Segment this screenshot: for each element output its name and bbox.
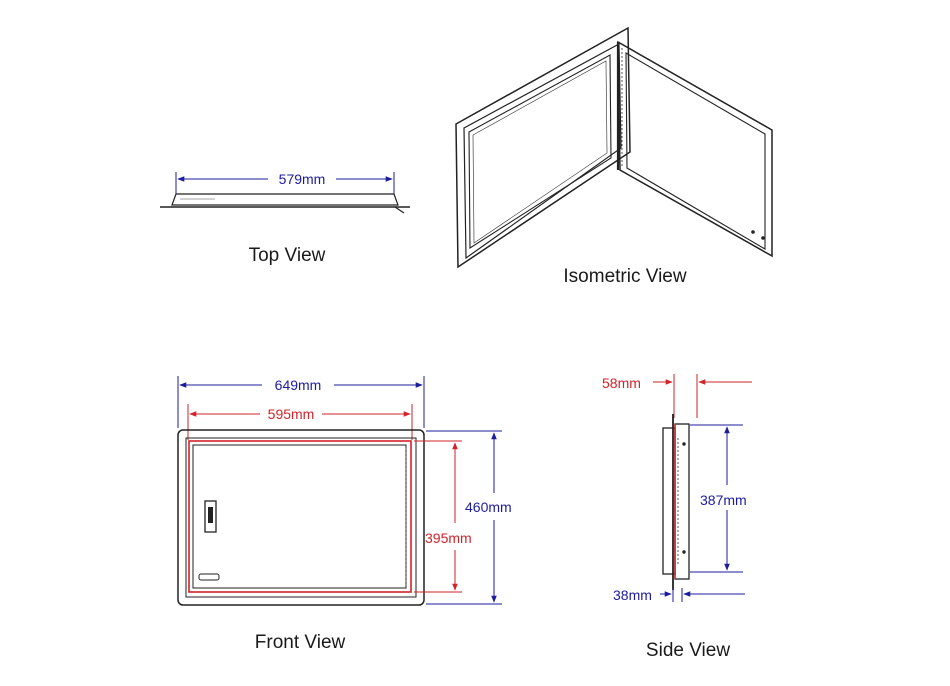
side-door xyxy=(674,423,690,580)
top-view-profile xyxy=(171,193,399,206)
front-inner-height-label: 395mm xyxy=(425,530,472,546)
front-outer-width-label: 649mm xyxy=(275,377,322,393)
door-latch xyxy=(204,500,217,533)
side-view-title: Side View xyxy=(646,640,730,661)
front-outer-height-label: 460mm xyxy=(465,499,512,515)
front-cutout-outline xyxy=(188,440,412,593)
isometric-view-title: Isometric View xyxy=(563,266,686,287)
top-view: 579mm Top View xyxy=(160,171,410,266)
top-width-label: 579mm xyxy=(279,171,326,187)
front-view-title: Front View xyxy=(255,632,346,653)
side-depth-label: 58mm xyxy=(602,375,641,391)
front-door-panel xyxy=(192,444,407,589)
side-height-label: 387mm xyxy=(700,492,747,508)
front-inner-width-label: 595mm xyxy=(268,406,315,422)
front-outer-flange xyxy=(177,429,425,606)
isometric-door xyxy=(617,40,773,258)
side-flange-label: 38mm xyxy=(613,587,652,603)
side-view: 58mm 387mm 38mm Side View xyxy=(602,374,752,661)
front-view: 649mm 595mm 460mm 395mm Front View xyxy=(177,376,512,653)
badge-plate xyxy=(198,573,220,581)
top-view-title: Top View xyxy=(249,245,326,266)
isometric-view: Isometric View xyxy=(455,26,773,287)
